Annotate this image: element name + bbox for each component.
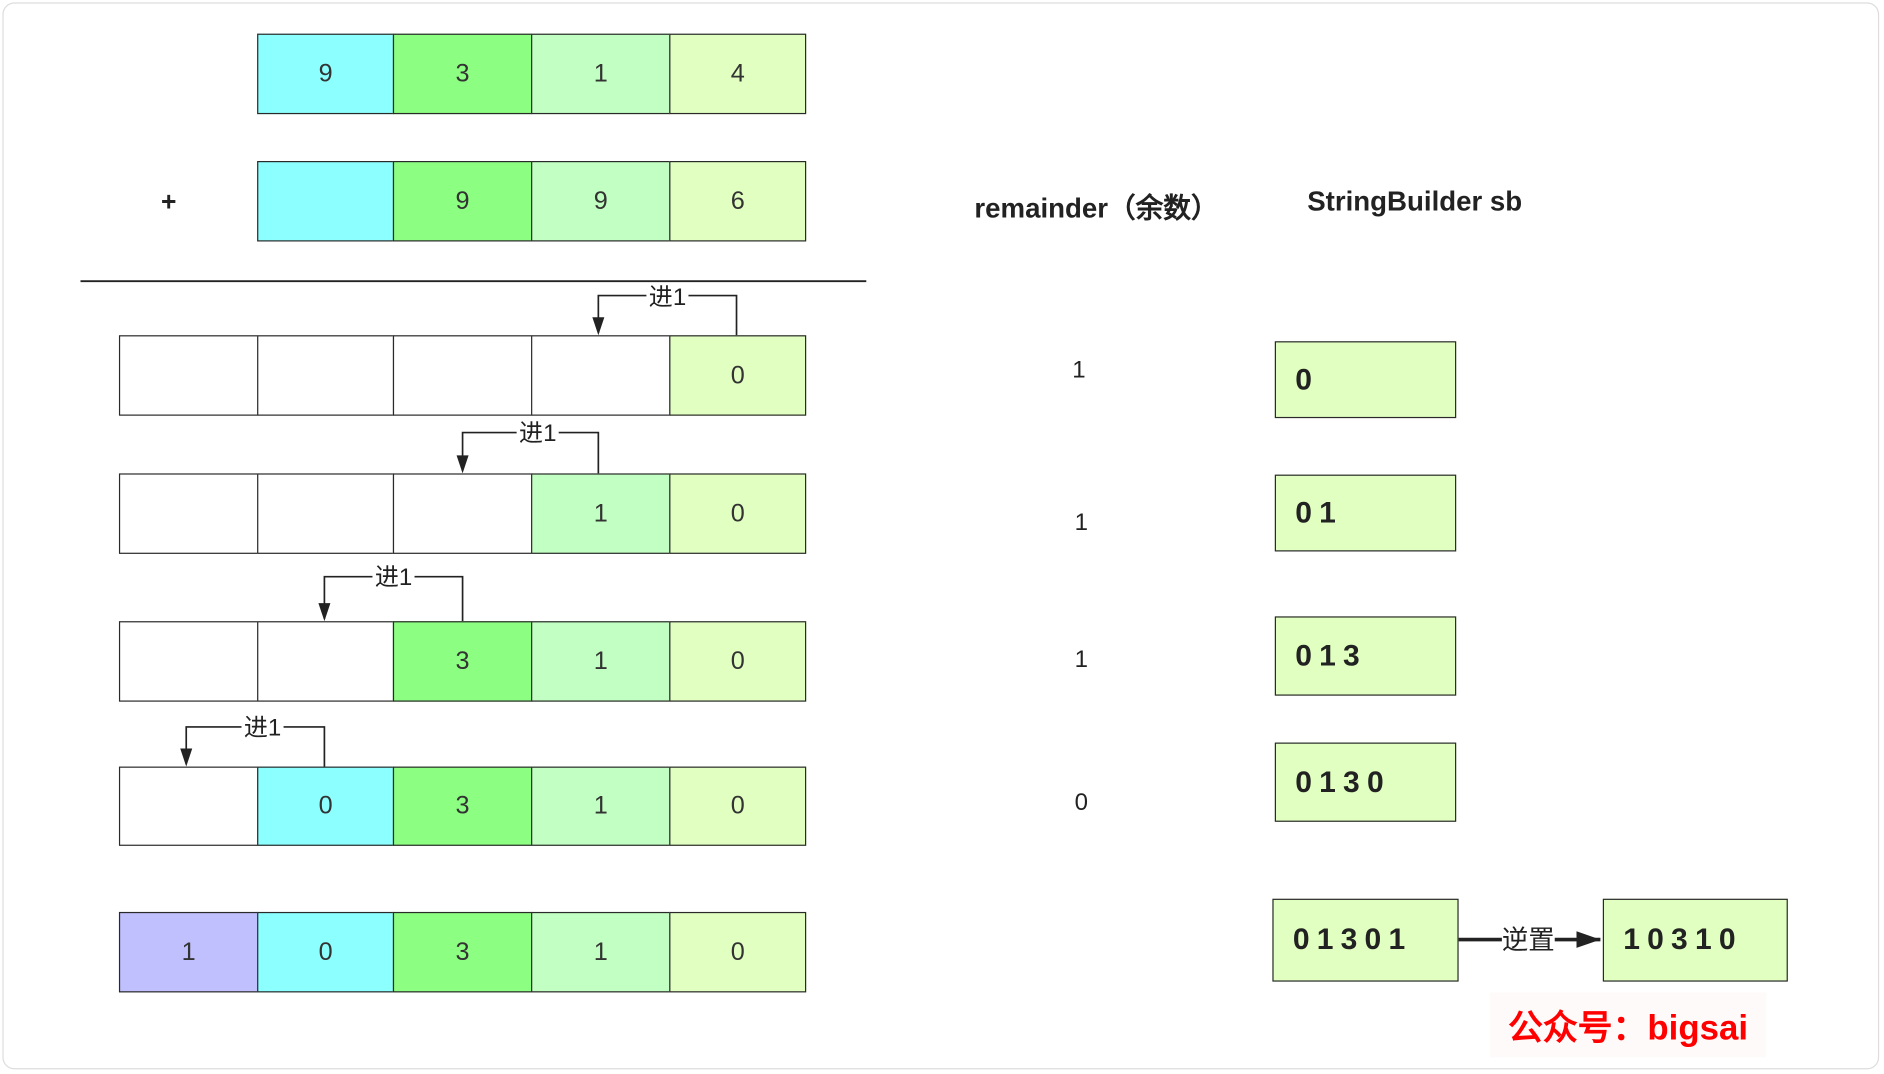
operand-digit-cell: 9 [257,33,395,115]
operand-digit-cell: 3 [392,33,533,115]
result-digit-cell [257,473,395,554]
operand-digit-cell: 1 [531,33,671,115]
carry-arrowhead-2 [456,455,469,474]
watermark: 公众号：bigsai [1489,992,1767,1058]
plus-sign: + [161,186,177,217]
result-digit-cell: 1 [118,911,259,993]
result-digit-cell [118,473,259,554]
sb-box-final: 01301 [1272,898,1459,982]
result-digit-cell: 0 [669,335,807,416]
operand-digit-cell: 9 [392,161,533,242]
operand-digit-cell: 4 [669,33,807,115]
carry-arrowhead-1 [592,317,605,336]
result-digit-cell [531,335,671,416]
result-digit-cell: 1 [531,911,671,993]
sb-box: 013 [1274,616,1457,696]
result-digit-cell: 3 [392,621,533,702]
result-digit-cell: 0 [257,911,395,993]
result-digit-cell [392,473,533,554]
remainder-value: 1 [1072,356,1086,384]
result-digit-cell: 3 [392,766,533,846]
result-digit-cell [257,335,395,416]
reversed-result-box: 10310 [1602,898,1788,982]
remainder-value: 0 [1074,789,1089,816]
remainder-value: 1 [1074,509,1089,536]
operand-digit-cell: 9 [531,161,671,242]
reverse-label: 逆置 [1501,925,1555,957]
result-digit-cell: 0 [669,911,807,993]
sb-box: 0130 [1274,742,1457,822]
remainder-header: remainder（余数） [974,192,1219,224]
result-digit-cell [118,766,259,846]
carry-label: 进1 [241,714,284,742]
remainder-value: 1 [1074,646,1089,673]
result-digit-cell: 0 [257,766,395,846]
result-digit-cell: 1 [531,473,671,554]
carry-arrowhead-4 [180,748,193,767]
result-digit-cell [118,621,259,702]
carry-arrowhead-3 [318,603,331,622]
result-digit-cell: 3 [392,911,533,993]
result-digit-cell: 0 [669,766,807,846]
carry-label: 进1 [516,420,559,447]
result-digit-cell [257,621,395,702]
stringbuilder-header: StringBuilder sb [1307,185,1523,217]
sb-box: 0 [1274,341,1457,419]
result-digit-cell: 1 [531,621,671,702]
result-digit-cell: 1 [531,766,671,846]
result-digit-cell [392,335,533,416]
carry-label: 进1 [372,564,415,592]
operand-digit-cell [257,161,395,242]
sb-box: 01 [1274,474,1457,552]
result-digit-cell [118,335,259,416]
result-digit-cell: 0 [669,621,807,702]
carry-label: 进1 [646,284,689,312]
operand-digit-cell: 6 [669,161,807,242]
result-digit-cell: 0 [669,473,807,554]
